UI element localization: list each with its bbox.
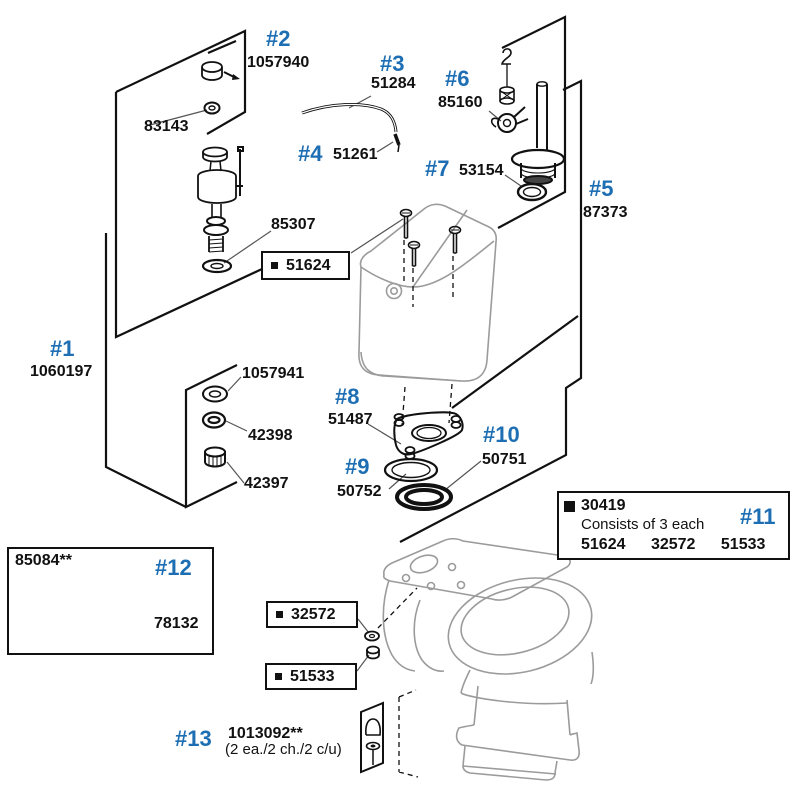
part-number-30419: 30419 — [581, 497, 626, 514]
bolt-cap-kit-drawing — [360, 701, 384, 774]
bullet-square-icon — [276, 611, 283, 618]
panel-1-outline — [114, 92, 263, 339]
seal-83143-drawing — [203, 101, 221, 115]
kit-part-row: 30419 — [564, 497, 626, 515]
leader-51624 — [350, 218, 404, 254]
cap-1057940-drawing — [201, 61, 240, 81]
part-number-42398: 42398 — [248, 427, 293, 444]
leader-32572 — [357, 618, 370, 634]
boxed-label-32572: 32572 — [266, 601, 358, 628]
kit-item-51533: 51533 — [720, 536, 766, 553]
callout-ref-3: #3 — [380, 51, 405, 76]
callout-ref-12: #12 — [155, 555, 192, 580]
panel-2-outline — [115, 29, 247, 135]
tank-drawing — [358, 203, 498, 382]
part-number-1057941: 1057941 — [242, 365, 305, 382]
toilet-bowl-drawing — [382, 537, 595, 781]
ring-50751-drawing — [395, 483, 453, 511]
leader-51284 — [348, 95, 372, 109]
part-number-83143: 83143 — [144, 118, 189, 135]
boxed-label-51624: 51624 — [261, 251, 350, 280]
leader-83143 — [149, 109, 208, 126]
callout-ref-10: #10 — [483, 422, 520, 447]
kit-items-row: 51624 32572 51533 — [581, 536, 786, 554]
leader-1057941 — [227, 376, 242, 392]
leader-50751 — [444, 460, 482, 491]
washer-42398-drawing — [201, 411, 227, 429]
panel-5-inner-edge — [451, 315, 579, 409]
part-number-42397: 42397 — [244, 475, 289, 492]
part-number-78132: 78132 — [154, 615, 199, 632]
leader-42398 — [225, 420, 248, 432]
kit-consists-text: Consists of 3 each — [581, 516, 705, 533]
callout-ref-13: #13 — [175, 726, 212, 751]
qty-note-1013092: (2 ea./2 ch./2 c/u) — [225, 741, 342, 758]
callout-ref-4: #4 — [298, 141, 323, 166]
callout-ref-7: #7 — [425, 156, 450, 181]
bullet-square-icon — [564, 500, 575, 512]
part-number-51487: 51487 — [328, 411, 373, 428]
kit-item-51624: 51624 — [581, 536, 626, 553]
refill-tube-drawing — [301, 103, 398, 133]
bullet-square-icon — [275, 673, 282, 680]
callout-ref-9: #9 — [345, 454, 370, 479]
callout-ref-1: #1 — [50, 336, 75, 361]
leader-51533 — [356, 654, 370, 672]
boxed-part-number: 51624 — [286, 256, 331, 274]
panel-washers-outline — [184, 364, 238, 509]
callout-ref-5: #5 — [589, 176, 614, 201]
clip-51261-drawing — [393, 133, 401, 153]
part-number-51284: 51284 — [371, 75, 416, 92]
bullet-square-icon — [271, 262, 278, 269]
part-number-51261: 51261 — [333, 146, 378, 163]
part-number-1060197: 1060197 — [30, 363, 93, 380]
part-number-85307: 85307 — [271, 216, 316, 233]
boxed-label-51533: 51533 — [265, 663, 357, 690]
callout-ref-6: #6 — [445, 66, 470, 91]
leader-85307 — [223, 230, 272, 264]
part-number-53154: 53154 — [459, 162, 504, 179]
part-number-85160: 85160 — [438, 94, 483, 111]
callout-ref-11: #11 — [740, 504, 776, 529]
part-number-50751: 50751 — [482, 451, 527, 468]
part-number-1057940: 1057940 — [247, 54, 310, 71]
flush-valve-drawing — [510, 81, 566, 202]
tank-bolts-drawing — [399, 208, 462, 267]
fill-valve-drawing — [197, 146, 244, 274]
dashed-assembly-lines — [377, 240, 454, 778]
washer-1057941-drawing — [202, 385, 228, 403]
panel-1-back-edge — [104, 233, 187, 508]
boxed-part-number: 32572 — [291, 605, 336, 623]
part-number-1013092: 1013092** — [228, 725, 303, 742]
panel-outlines — [104, 15, 583, 543]
bowl-washer-nut-drawing — [364, 630, 380, 660]
leader-51261 — [376, 141, 394, 153]
kit-item-32572: 32572 — [650, 536, 696, 553]
part-number-50752: 50752 — [337, 483, 382, 500]
panel-2-edge — [207, 39, 237, 55]
boxed-part-number: 51533 — [290, 667, 335, 685]
gasket-plate-51487-drawing — [393, 411, 464, 460]
part-number-87373: 87373 — [583, 204, 628, 221]
float-85160-drawing — [490, 48, 529, 133]
part-number-85084: 85084** — [15, 552, 72, 569]
nut-42397-drawing — [204, 446, 226, 468]
trip-lever-box: 85084** #12 78132 — [7, 547, 214, 655]
kit-box-30419: 30419 #11 Consists of 3 each 51624 32572… — [557, 491, 790, 560]
leader-53154 — [504, 174, 522, 187]
callout-ref-8: #8 — [335, 384, 360, 409]
panel-5-top — [497, 15, 567, 229]
callout-ref-2: #2 — [266, 26, 291, 51]
leader-42397 — [226, 461, 245, 484]
ring-50752-drawing — [383, 457, 439, 483]
panel-5-right — [399, 79, 583, 543]
